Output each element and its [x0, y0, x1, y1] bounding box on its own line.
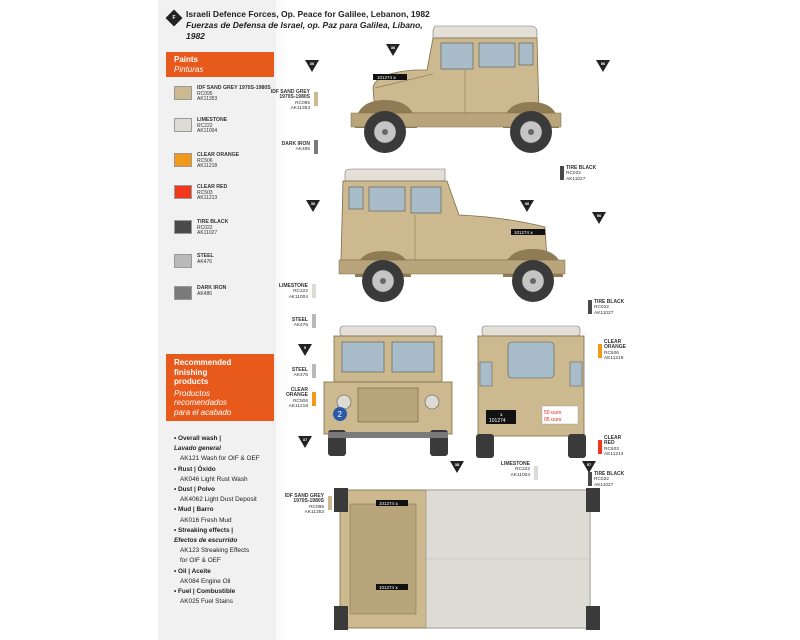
marker-9: 9 [298, 344, 312, 356]
top-plate-lower: 101274 צ [379, 585, 398, 590]
callout-swatch-limestone-2 [534, 466, 538, 480]
front-plate-label: 101274 צ [377, 75, 396, 80]
marker-57: 57 [582, 461, 596, 473]
title-spanish-year: 1982 [186, 31, 205, 41]
vehicle-front-view: 2 [323, 325, 453, 456]
rear-red-marking-2: 05 פעוט [544, 417, 561, 423]
finishing-line: AK025 Fuel Stains [180, 598, 233, 606]
vehicle-right-side-view: 101274 צ [338, 168, 566, 302]
finishing-line: • Oil | Aceite [174, 567, 211, 575]
title-english: Israeli Defence Forces, Op. Peace for Ga… [186, 9, 430, 19]
callout-swatch-limestone-1 [312, 284, 316, 298]
vehicle-top-view: 101274 צ 101274 צ [334, 488, 600, 630]
finishing-line: AK084 Engine Oil [180, 577, 231, 585]
paint-swatch-color [174, 220, 192, 234]
rear-red-marking: 50 פעוט [544, 410, 561, 416]
finishing-line: Efectos de escurrido [174, 537, 238, 545]
finishing-line: AK123 Streaking Effects [180, 547, 250, 555]
finishing-line: • Rust | Óxido [174, 465, 216, 473]
sidebar-panel [158, 0, 276, 640]
callout-swatch-steel-2 [312, 364, 316, 378]
callout-swatch-tire-3 [588, 472, 592, 486]
callout-swatch-orange-front [312, 392, 316, 406]
paint-swatch-color [174, 254, 192, 268]
finishing-line: AK121 Wash for OIF & OEF [180, 455, 260, 463]
marker-36d: 36 [520, 200, 534, 212]
paint-swatch-color [174, 86, 192, 100]
callout-swatch-steel-1 [312, 314, 316, 328]
callout-swatch-dark-iron [314, 140, 318, 154]
callout-swatch-sand-2 [328, 496, 332, 510]
finishing-line: for OIF & OEF [180, 557, 221, 565]
right-side-plate-label: 101274 צ [514, 230, 533, 235]
marker-36: 36 [305, 60, 319, 72]
finishing-line: AK046 Light Rust Wash [180, 475, 248, 483]
marker-56b: 56 [592, 212, 606, 224]
finishing-line: • Streaking effects | [174, 526, 234, 534]
marker-37: 37 [298, 436, 312, 448]
rear-plate-number: 101274 [489, 418, 506, 424]
marker-36b: 36 [386, 44, 400, 56]
finishing-line: • Overall wash | [174, 435, 222, 442]
marker-56: 56 [596, 60, 610, 72]
paint-swatch-color [174, 118, 192, 132]
unit-number: 2 [338, 410, 343, 419]
top-plate-upper: 101274 צ [379, 501, 398, 506]
paint-swatch-color [174, 185, 192, 199]
callout-swatch-red [598, 440, 602, 454]
marker-38: 38 [450, 461, 464, 473]
title-spanish: Fuerzas de Defensa de Israel, op. Paz pa… [186, 20, 423, 30]
callout-swatch-orange-rear [598, 344, 602, 358]
finishing-line: • Dust | Polvo [174, 486, 215, 494]
vehicle-left-side-view: 101274 צ [350, 25, 562, 153]
paint-swatch-color [174, 286, 192, 300]
finishing-line: Lavado general [174, 445, 221, 453]
marker-36c: 36 [306, 200, 320, 212]
finishing-line: • Fuel | Combustible [174, 588, 236, 596]
callout-swatch-tire-2 [588, 300, 592, 314]
sidebar-fade [258, 0, 288, 640]
finishing-heading: Recommended finishing products Productos… [166, 354, 274, 421]
paints-heading: Paints Pinturas [166, 52, 274, 77]
vehicle-rear-view: צ 101274 50 פעוט 05 פעוט [476, 325, 586, 458]
finishing-line: • Mud | Barro [174, 506, 214, 514]
callout-swatch-sand [314, 92, 318, 106]
page-badge: F [165, 9, 183, 27]
finishing-line: AK016 Fresh Mud [180, 516, 232, 524]
paint-swatch-color [174, 153, 192, 167]
rear-plate-x: צ [500, 412, 503, 417]
finishing-line: AK4062 Light Dust Deposit [180, 496, 257, 504]
page-title: Israeli Defence Forces, Op. Peace for Ga… [186, 9, 430, 42]
callout-swatch-tire-1 [560, 166, 564, 180]
